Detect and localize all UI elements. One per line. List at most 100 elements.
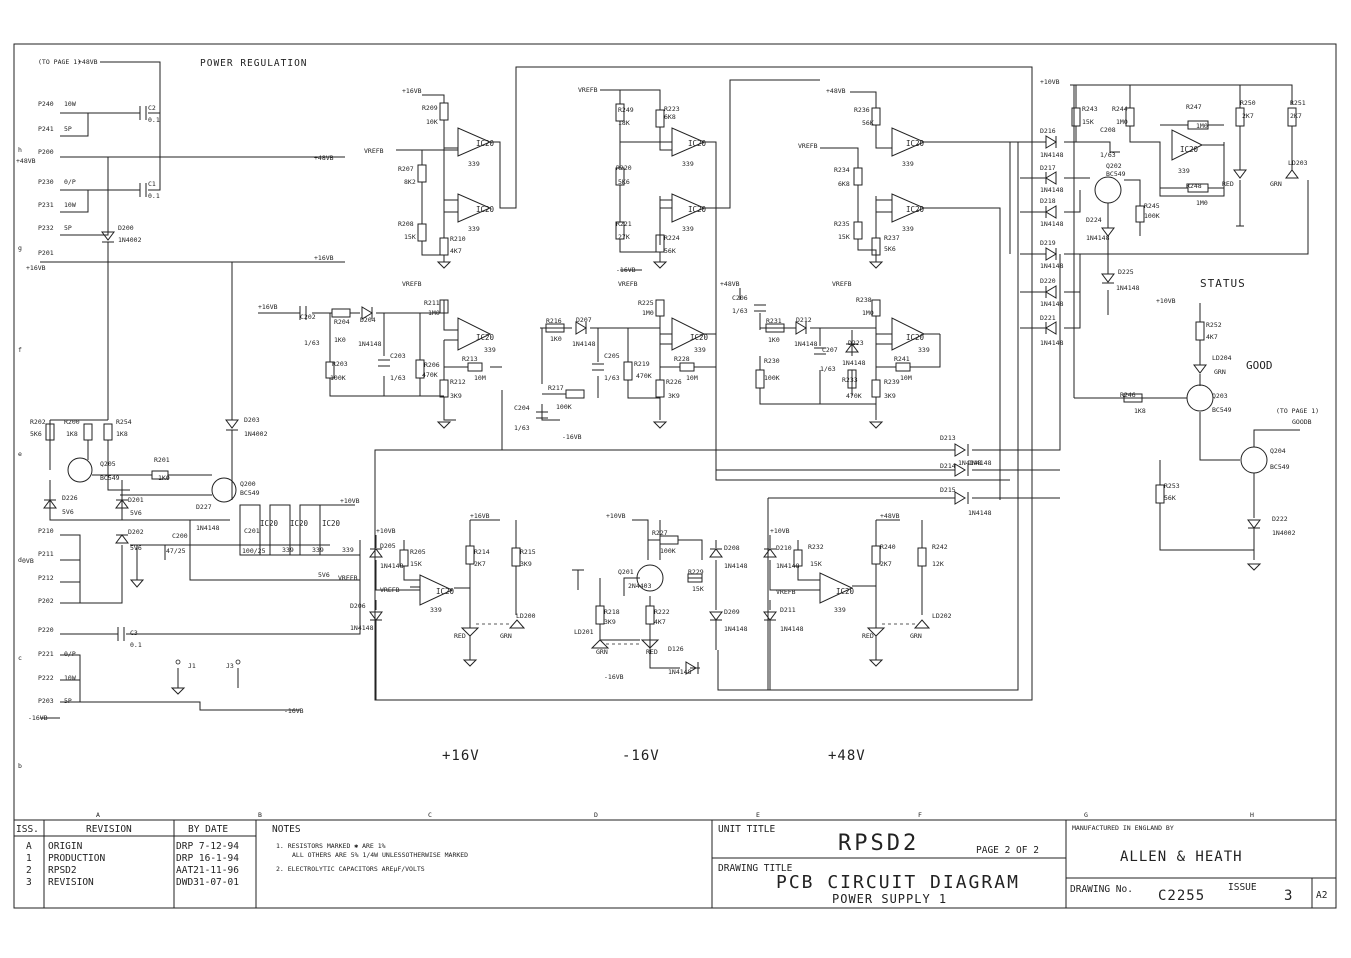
net-label-p10vb-good: +10VB xyxy=(1156,297,1176,305)
value-r214: 2K7 xyxy=(474,560,486,568)
value-d225: 1N4148 xyxy=(1116,284,1140,292)
value-c2: 0.1 xyxy=(148,116,160,124)
component-labels: C20.1C10.1C30.1C20047/25C201100/25C2021/… xyxy=(30,99,1308,676)
ic-label-9: IC20 xyxy=(1180,145,1199,154)
column-ref-D: D xyxy=(594,811,598,819)
rev-iss-0: A xyxy=(26,841,32,852)
led-ld201-b: RED xyxy=(646,648,658,656)
designator-r237: R237 xyxy=(884,234,900,242)
value-r211: 1M0 xyxy=(428,309,440,317)
designator-r254: R254 xyxy=(116,418,132,426)
ic-part-2: 339 xyxy=(682,160,694,168)
designator-r239: R239 xyxy=(884,378,900,386)
value-d204: 1N4148 xyxy=(358,340,382,348)
value-q201: 2N4403 xyxy=(628,582,652,590)
ic-label-14: IC20 xyxy=(322,519,341,528)
value-r250: 2K7 xyxy=(1242,112,1254,120)
value-d207: 1N4148 xyxy=(572,340,596,348)
value-r227: 100K xyxy=(660,547,676,555)
designator-d218: D218 xyxy=(1040,197,1056,205)
designator-r252: R252 xyxy=(1206,321,1222,329)
note-1a: 1. RESISTORS MARKED ✱ ARE 1% xyxy=(276,842,386,850)
designator-d126: D126 xyxy=(668,645,684,653)
designator-r246: R246 xyxy=(1120,391,1136,399)
value-c207: 1/63 xyxy=(820,365,836,373)
sheet-size: A2 xyxy=(1316,890,1327,901)
value-d221: 1N4148 xyxy=(1040,339,1064,347)
value-c206: 1/63 xyxy=(732,307,748,315)
designator-d224: D224 xyxy=(1086,216,1102,224)
led-driver-stages xyxy=(369,519,931,700)
value-d126: 1N4148 xyxy=(668,668,692,676)
value-q204: BC549 xyxy=(1270,463,1290,471)
designator-q203: Q203 xyxy=(1212,392,1228,400)
designator-r248: R248 xyxy=(1186,182,1202,190)
designator-d211: D211 xyxy=(780,606,796,614)
ic-label-2: IC20 xyxy=(688,139,707,148)
connector-p211: P211 xyxy=(38,550,54,558)
value-r202: 5K6 xyxy=(30,430,42,438)
value-r223: 6K8 xyxy=(664,113,676,121)
connector-p202: P202 xyxy=(38,597,54,605)
value-r253: 56K xyxy=(1164,494,1176,502)
designator-r205: R205 xyxy=(410,548,426,556)
designator-d226: D226 xyxy=(62,494,78,502)
value-r245: 100K xyxy=(1144,212,1160,220)
designator-r233: R233 xyxy=(842,376,858,384)
value-r239: 3K9 xyxy=(884,392,896,400)
by-date-header: BY DATE xyxy=(188,824,228,835)
value-r254: 1K8 xyxy=(116,430,128,438)
value-r215: 3K9 xyxy=(520,560,532,568)
connector-p200: P200 xyxy=(38,148,54,156)
ic-label-4: IC20 xyxy=(906,139,925,148)
net-label-p16vb-led: +16VB xyxy=(470,512,490,520)
value-r203: 100K xyxy=(330,374,346,382)
designator-c2: C2 xyxy=(148,104,156,112)
designator-r220: R220 xyxy=(616,164,632,172)
rev-by-2: AAT21-11-96 xyxy=(176,865,239,876)
manufacturer: ALLEN & HEATH xyxy=(1120,849,1243,865)
designator-r206: R206 xyxy=(424,361,440,369)
designator-r234: R234 xyxy=(834,166,850,174)
net-label-p16vb-left: +16VB xyxy=(26,264,46,272)
net-label-p48vb-led: +48VB xyxy=(880,512,900,520)
designator-d207: D207 xyxy=(576,316,592,324)
connector-p222: P222 xyxy=(38,674,54,682)
ic-part-11: 339 xyxy=(834,606,846,614)
rev-text-2: RPSD2 xyxy=(48,865,77,876)
section-title: POWER REGULATION xyxy=(200,58,308,69)
designator-c3: C3 xyxy=(130,629,138,637)
ic-part-12: 339 xyxy=(282,546,294,554)
net-label-p48vb-mid: +48VB xyxy=(314,154,334,162)
drawing-title-label: DRAWING TITLE xyxy=(718,863,793,874)
connector-p240: P240 xyxy=(38,100,54,108)
value-r201: 1K0 xyxy=(158,474,170,482)
designator-r236: R236 xyxy=(854,106,870,114)
net-label-p16vb-top: +16VB xyxy=(402,87,422,95)
designator-r242: R242 xyxy=(932,543,948,551)
value-d222: 1N4002 xyxy=(1272,529,1296,537)
value-r238: 1M0 xyxy=(862,309,874,317)
sheet-border xyxy=(13,43,1337,909)
issue-label: ISSUE xyxy=(1228,882,1257,893)
value-c1: 0.1 xyxy=(148,192,160,200)
value-r226: 3K9 xyxy=(668,392,680,400)
value-r213: 10M xyxy=(474,374,486,382)
value-d214: 1N4148 xyxy=(968,459,992,467)
drawing-no: C2255 xyxy=(1158,888,1205,904)
unit-title: RPSD2 xyxy=(838,831,919,856)
value-r217: 100K xyxy=(556,403,572,411)
designator-d225: D225 xyxy=(1118,268,1134,276)
value-r224: 56K xyxy=(664,247,676,255)
connector-note-p232: 5P xyxy=(64,224,72,232)
value-d205: 1N4148 xyxy=(380,562,404,570)
designator-r225: R225 xyxy=(638,299,654,307)
value-r218: 3K9 xyxy=(604,618,616,626)
row-ref-g: g xyxy=(18,244,22,252)
value-q202: BC549 xyxy=(1106,170,1126,178)
connector-p232: P232 xyxy=(38,224,54,232)
value-c200: 47/25 xyxy=(166,547,186,555)
row-ref-c: c xyxy=(18,654,22,662)
